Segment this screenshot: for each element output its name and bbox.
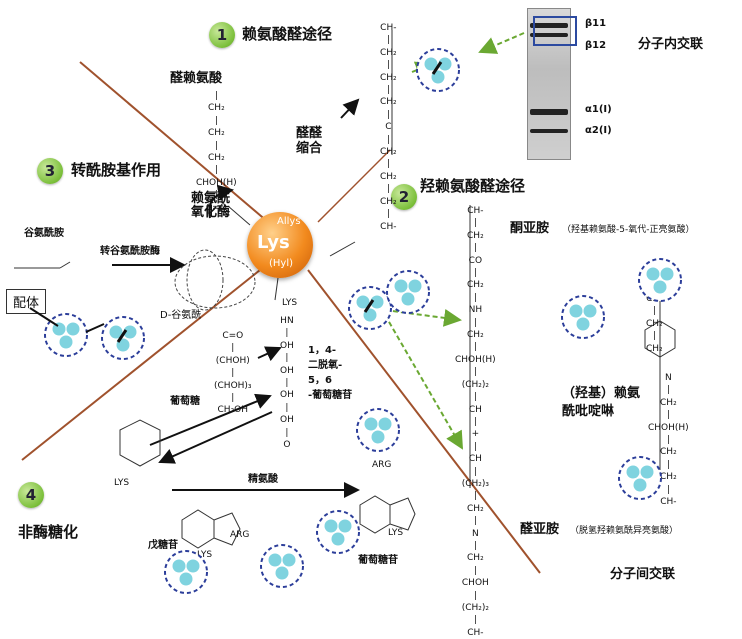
aldimine-label: 醛亚胺 [520, 522, 560, 537]
beta11-label: β11 [585, 18, 607, 29]
pathway-2-badge: 2 [391, 184, 417, 210]
pathway-4-badge: 4 [18, 482, 44, 508]
divider-line-bottom-right [307, 269, 541, 574]
lysyl-oxidase-label: 赖氨酰 氧化酶 [191, 191, 231, 221]
pyridinoline-label: （羟基）赖氨 酰吡啶啉 [562, 386, 641, 419]
arg-label-2: ARG [372, 460, 392, 470]
pathway-4-label: 非酶糖化 [18, 523, 79, 541]
fibril-circle-4 [386, 270, 430, 314]
lys-text: Lys [257, 232, 290, 253]
glucose-arrow-1 [257, 346, 282, 362]
lys-label-1: LYS [114, 478, 130, 488]
fibril-circle-10 [260, 544, 304, 588]
pentosidine-label: 戊糖苷 [148, 540, 178, 551]
fibril-circle-11 [316, 510, 360, 554]
ligand-link [29, 307, 59, 327]
glucose-arrow-2 [149, 393, 272, 446]
pathway-2-label: 羟赖氨酸醛途径 [420, 177, 526, 195]
fibril-link [85, 323, 105, 333]
lysyl-oxidase-arrow [208, 184, 234, 219]
aldol-arrow [340, 98, 360, 119]
ketoimine-label: 酮亚胺 [510, 221, 550, 236]
glutamine-label: 谷氨酰胺 [24, 228, 64, 239]
gel-highlight-box [533, 16, 577, 46]
aldimine-note: （脱氢羟赖氨酰异亮氨酸） [570, 526, 679, 536]
fibril-circle-7 [618, 456, 662, 500]
intermolecular-label: 分子间交联 [610, 567, 676, 582]
allys-text: Allys [277, 216, 301, 227]
pathway-3-badge: 3 [37, 158, 63, 184]
allysine-structure: | CH₂ | CH₂ | CH₂ | CHOH(H) | C=O [196, 91, 237, 213]
fibril-circle-5 [638, 258, 682, 302]
inter-arrow-2 [384, 314, 464, 450]
ligand-box: 配体 [6, 289, 47, 314]
glucose-arrow-3 [158, 411, 273, 464]
fibril-circle-2 [101, 316, 145, 360]
fibril-circle-0 [416, 48, 460, 92]
beta12-label: β12 [585, 40, 607, 51]
fibril-circle-9 [164, 550, 208, 594]
fibril-circle-8 [356, 408, 400, 452]
aldol-structure: CH- | CH₂ | CH₂ | CH₂ | C | CH₂ | CH₂ | … [380, 23, 397, 232]
lys-label-4: LYS [282, 298, 298, 308]
pathway-1-label: 赖氨酸醛途径 [242, 25, 333, 43]
d-glutamyl-label: D-谷氨酰 [160, 310, 202, 321]
lys-label-3: LYS [388, 528, 404, 538]
divider-line-bottom-left [21, 269, 261, 461]
glucose-adduct-structure: HN | OH | OH | OH | OH | O [280, 316, 294, 451]
transglutaminase-label: 转谷氨酰胺酶 [100, 246, 160, 257]
arg-label-1: ARG [230, 530, 250, 540]
fibril-circle-3 [348, 286, 392, 330]
aldol-label: 醛醛 缩合 [296, 126, 323, 156]
intramolecular-label: 分子内交联 [638, 37, 704, 52]
divider-line-top-left [79, 61, 269, 223]
arginine-label: 精氨酸 [248, 474, 278, 485]
pathway-1-badge: 1 [209, 22, 235, 48]
fibril-circle-1 [44, 313, 88, 357]
lysine-node: Allys Lys (Hyl) [247, 212, 313, 278]
diagram-canvas: 1 赖氨酸醛途径 2 羟赖氨酸醛途径 3 转酰胺基作用 4 非酶糖化 醛赖氨酸 … [6, 8, 704, 638]
glucose-structure: C=O | (CHOH) | (CHOH)₃ | CH₂OH [214, 331, 252, 416]
inter-arrow-1 [384, 308, 462, 327]
alpha1-label: α1(I) [585, 104, 612, 115]
fibril-circles [29, 48, 682, 594]
divider-line-top-right [317, 149, 391, 223]
lys-label-2: LYS [197, 550, 213, 560]
fibril-circle-6 [561, 295, 605, 339]
glucosepane-label: 葡萄糖苷 [358, 555, 398, 566]
hyl-text: (Hyl) [269, 258, 294, 269]
ketoimine-note: （羟基赖氨酸-5-氧代-正亮氨酸） [562, 225, 695, 235]
diagram-lines [14, 30, 676, 574]
pathway-3-label: 转酰胺基作用 [71, 161, 162, 179]
allysine-label: 醛赖氨酸 [170, 71, 223, 86]
glucose-label: 葡萄糖 [170, 396, 200, 407]
pyridinoline-lower-chain: N | CH₂ | CHOH(H) | CH₂ | CH₂ | CH- [648, 373, 689, 508]
alpha2-label: α2(I) [585, 125, 612, 136]
dideoxy-glucoside-label: 1，4- 二脱氧- 5，6 -葡萄糖苷 [308, 345, 353, 401]
